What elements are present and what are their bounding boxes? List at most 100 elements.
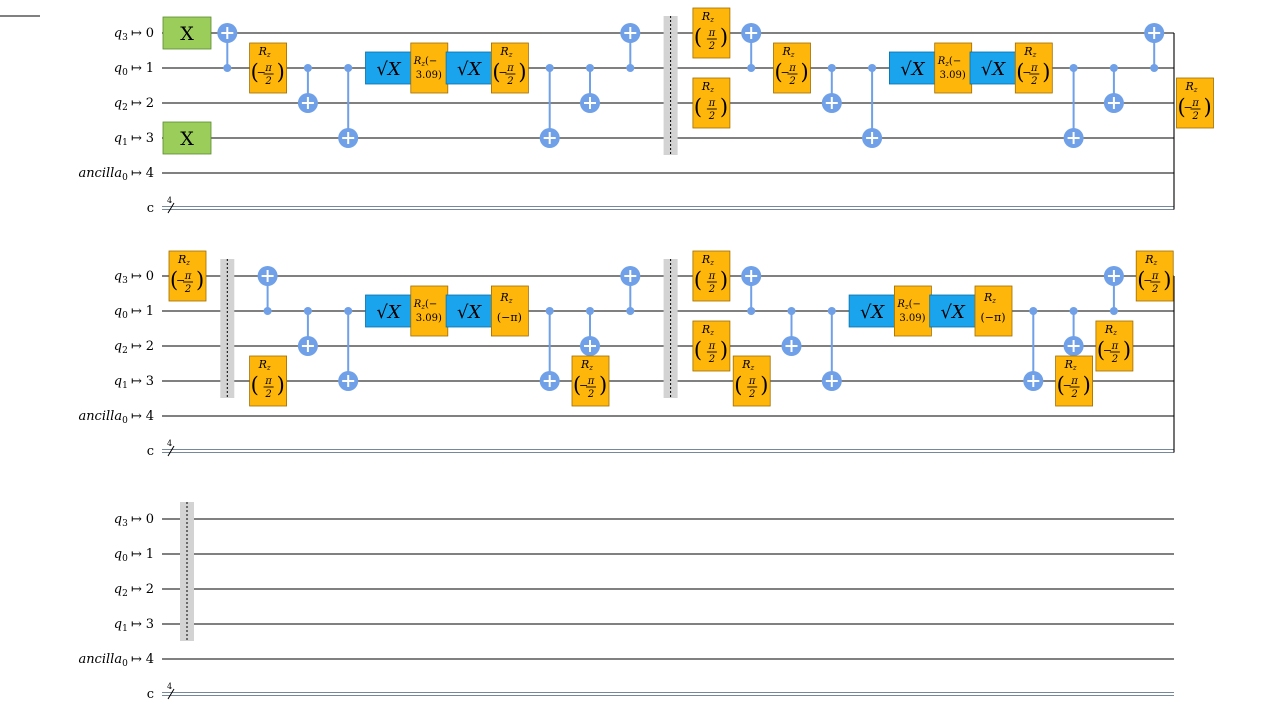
register-index: 1 xyxy=(146,304,154,319)
sx-gate-label: √X xyxy=(981,59,1006,80)
rz-subscript: z xyxy=(904,303,909,311)
rz-letter: R xyxy=(413,299,422,310)
minus-sign: − xyxy=(176,274,185,287)
pi-numerator: π xyxy=(1070,376,1078,387)
register-index: 0 xyxy=(146,269,154,284)
rz-letter: R xyxy=(1104,323,1113,336)
two-denominator: 2 xyxy=(506,76,513,87)
minus-sign: − xyxy=(781,66,790,79)
rz-letter: R xyxy=(258,358,267,371)
rz-gate xyxy=(410,285,449,337)
cnot-gate xyxy=(257,266,278,315)
rz-angle-value: 3.09) xyxy=(416,313,442,324)
two-denominator: 2 xyxy=(708,354,715,365)
rz-gate xyxy=(490,42,529,94)
sx-gate-label: √X xyxy=(376,302,401,323)
sx-gate-label: √X xyxy=(941,302,966,323)
paren-left: ( xyxy=(1178,95,1186,119)
paren-left: ( xyxy=(492,60,500,84)
x-gate xyxy=(162,121,212,155)
pi-numerator: π xyxy=(788,63,796,74)
mapsto-arrow: ↦ xyxy=(131,166,142,181)
register-subscript: 2 xyxy=(122,589,128,599)
register-subscript: 0 xyxy=(122,659,128,669)
sx-gate-label: √X xyxy=(376,59,401,80)
mapsto-arrow: ↦ xyxy=(131,131,142,146)
mapsto-arrow: ↦ xyxy=(131,374,142,389)
cnot-control-dot xyxy=(1069,64,1078,72)
classical-slash xyxy=(167,688,175,700)
mapsto-arrow: ↦ xyxy=(131,652,142,667)
barrier xyxy=(663,259,678,398)
sx-gate xyxy=(445,294,493,328)
register-name: q xyxy=(114,61,122,76)
rz-gate xyxy=(692,320,731,372)
mapsto-arrow: ↦ xyxy=(131,617,142,632)
cnot-control-dot xyxy=(545,64,554,72)
rz-gate-name: Rz xyxy=(177,253,190,267)
register-label: ancilla0↦4 xyxy=(78,166,154,183)
sx-gate xyxy=(365,51,412,85)
rz-subscript: z xyxy=(420,60,425,68)
paren-right: ) xyxy=(760,373,768,397)
cnot-gate xyxy=(217,23,238,72)
register-subscript: 3 xyxy=(122,33,128,43)
rz-angle-open: (− xyxy=(909,299,921,310)
register-label: q1↦3 xyxy=(114,374,154,391)
cnot-control-dot xyxy=(1029,307,1038,315)
register-index: 1 xyxy=(146,61,154,76)
sx-gate-label: √X xyxy=(900,59,925,80)
register-index: 2 xyxy=(146,339,154,354)
classical-slash xyxy=(167,202,175,214)
paren-left: ( xyxy=(694,95,702,119)
paren-right: ) xyxy=(1042,60,1050,84)
rz-gate xyxy=(934,42,973,94)
register-subscript: 0 xyxy=(122,554,128,564)
rz-subscript: z xyxy=(420,303,425,311)
rz-angle-value: 3.09) xyxy=(940,70,966,81)
rz-gate xyxy=(692,7,731,59)
mapsto-arrow: ↦ xyxy=(131,26,142,41)
two-denominator: 2 xyxy=(708,111,715,122)
rz-subscript: z xyxy=(508,297,513,305)
two-denominator: 2 xyxy=(587,389,594,400)
register-index: 3 xyxy=(146,374,154,389)
rz-subscript: z xyxy=(185,259,190,267)
register-index: 0 xyxy=(146,512,154,527)
register-label: q3↦0 xyxy=(114,512,154,529)
register-index: 2 xyxy=(146,96,154,111)
rz-gate-name: Rz xyxy=(741,358,754,372)
rz-subscript: z xyxy=(790,51,795,59)
register-subscript: 0 xyxy=(122,311,128,321)
cnot-gate xyxy=(297,64,318,113)
rz-gate-name: Rz(− xyxy=(413,299,438,311)
paren-right: ) xyxy=(1204,95,1212,119)
rz-gate-name: Rz xyxy=(1023,45,1036,59)
register-label: q2↦2 xyxy=(114,96,154,113)
x-gate-label: X xyxy=(180,128,194,150)
mapsto-arrow: ↦ xyxy=(131,96,142,111)
rz-letter: R xyxy=(580,358,589,371)
cnot-gate xyxy=(338,64,359,148)
cnot-control-dot xyxy=(868,64,877,72)
register-label: q1↦3 xyxy=(114,617,154,634)
rz-letter: R xyxy=(701,323,710,336)
register-name: q xyxy=(114,339,122,354)
rz-subscript: z xyxy=(709,329,714,337)
cnot-gate xyxy=(741,23,762,72)
register-subscript: 1 xyxy=(122,138,128,148)
rz-letter: R xyxy=(177,253,186,266)
pi-numerator: π xyxy=(748,376,756,387)
paren-right: ) xyxy=(720,25,728,49)
minus-sign: − xyxy=(1022,66,1031,79)
minus-sign: − xyxy=(1143,274,1152,287)
two-denominator: 2 xyxy=(264,76,271,87)
rz-letter: R xyxy=(937,56,946,67)
register-name: q xyxy=(114,131,122,146)
cnot-gate xyxy=(1063,64,1084,148)
paren-left: ( xyxy=(1137,268,1145,292)
classical-register-label: c xyxy=(147,444,154,459)
sx-gate xyxy=(969,51,1017,85)
rz-letter: R xyxy=(896,299,905,310)
